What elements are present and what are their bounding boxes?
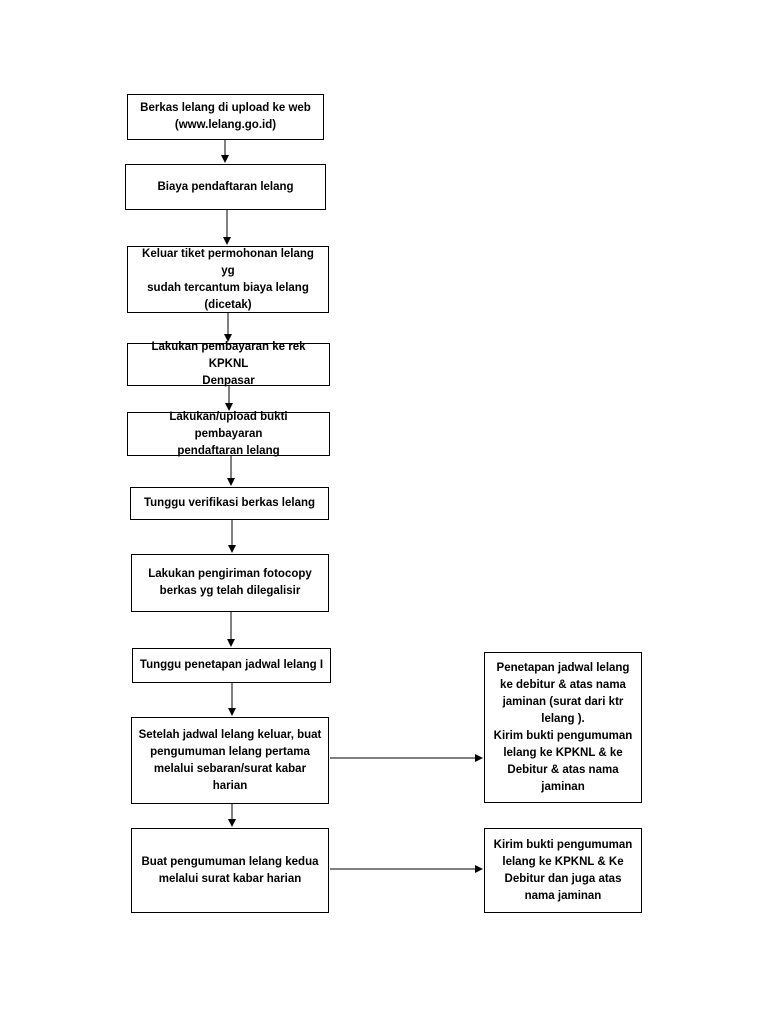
flow-step-3-label: Keluar tiket permohonan lelang yg sudah … (142, 247, 314, 311)
flow-step-1-label: Berkas lelang di upload ke web (www.lela… (140, 102, 311, 131)
flow-step-10: Buat pengumuman lelang kedua melalui sur… (131, 828, 329, 913)
side-note-1-label: Penetapan jadwal lelang ke debitur & ata… (493, 661, 633, 793)
side-note-2: Kirim bukti pengumuman lelang ke KPKNL &… (484, 828, 642, 913)
flow-step-7-label: Lakukan pengiriman fotocopy berkas yg te… (148, 568, 312, 597)
flow-step-4: Lakukan pembayaran ke rek KPKNL Denpasar (127, 341, 330, 387)
flow-step-8-label: Tunggu penetapan jadwal lelang I (139, 659, 324, 671)
flow-step-10-label: Buat pengumuman lelang kedua melalui sur… (141, 855, 319, 885)
flow-step-6-label: Tunggu verifikasi berkas lelang (143, 497, 316, 509)
flow-step-3: Keluar tiket permohonan lelang yg sudah … (127, 246, 329, 313)
flow-step-6: Tunggu verifikasi berkas lelang (130, 487, 329, 520)
flow-step-5: Lakukan/upload bukti pembayaran pendafta… (127, 411, 330, 457)
flow-step-2-label: Biaya pendaftaran lelang (157, 180, 294, 193)
side-note-2-label: Kirim bukti pengumuman lelang ke KPKNL &… (493, 838, 633, 902)
flow-step-1: Berkas lelang di upload ke web (www.lela… (127, 94, 324, 140)
flow-step-5-label: Lakukan/upload bukti pembayaran pendafta… (169, 410, 288, 457)
flow-step-4-label: Lakukan pembayaran ke rek KPKNL Denpasar (151, 341, 306, 387)
flow-step-9: Setelah jadwal lelang keluar, buat pengu… (131, 717, 329, 804)
flow-step-7: Lakukan pengiriman fotocopy berkas yg te… (131, 554, 329, 612)
flow-step-2: Biaya pendaftaran lelang (125, 164, 326, 210)
flow-step-9-label: Setelah jadwal lelang keluar, buat pengu… (138, 728, 322, 792)
side-note-1: Penetapan jadwal lelang ke debitur & ata… (484, 652, 642, 803)
flow-step-8: Tunggu penetapan jadwal lelang I (132, 648, 331, 683)
